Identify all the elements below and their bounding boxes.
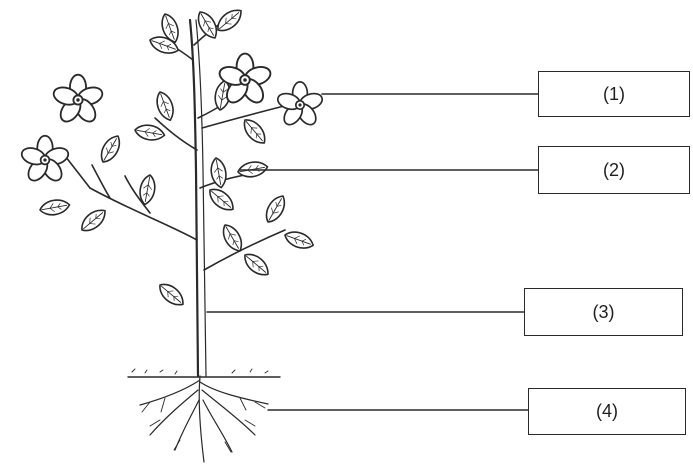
main-stem — [188, 18, 207, 378]
ground — [127, 368, 281, 378]
label-box-4[interactable]: (4) — [528, 388, 686, 435]
label-box-2[interactable]: (2) — [538, 146, 690, 194]
label-box-3[interactable]: (3) — [524, 288, 683, 336]
branches — [61, 17, 301, 271]
flowers — [18, 52, 326, 185]
label-box-1[interactable]: (1) — [538, 71, 690, 117]
label-text-1: (1) — [603, 83, 625, 104]
roots — [139, 375, 269, 463]
label-text-2: (2) — [603, 159, 625, 180]
label-text-4: (4) — [596, 401, 618, 421]
label-text-3: (3) — [592, 301, 615, 322]
leaves — [37, 4, 317, 311]
leader-lines — [206, 93, 539, 411]
